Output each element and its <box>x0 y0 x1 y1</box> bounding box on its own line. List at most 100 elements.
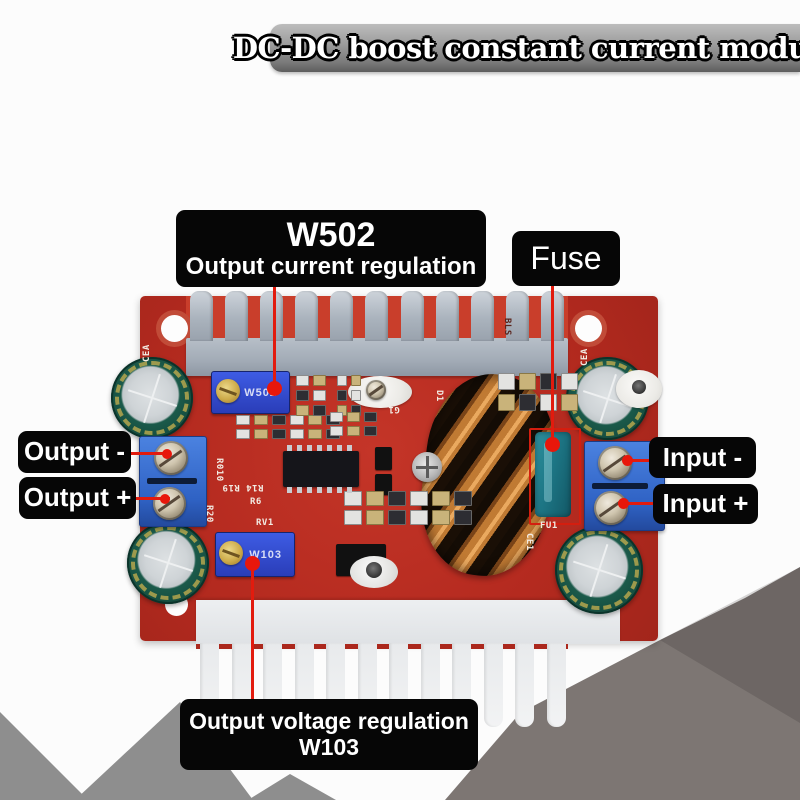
label-w103-title: W103 <box>298 733 360 760</box>
fin <box>505 291 529 341</box>
fin <box>515 643 535 727</box>
label-output-minus: Output - <box>18 431 131 473</box>
smd <box>454 510 472 525</box>
potentiometer-w103-screw <box>219 541 243 565</box>
fin <box>470 291 494 341</box>
mounting-hole-top-left <box>161 315 188 342</box>
smd <box>410 510 428 525</box>
label-w502-title: W502 <box>286 216 376 255</box>
fin <box>483 643 503 727</box>
fin <box>225 291 249 341</box>
fin <box>295 291 319 341</box>
smd <box>344 491 362 506</box>
silkscreen-cea-left: CEA <box>142 344 152 362</box>
smd <box>313 375 326 386</box>
capacitor-top-left <box>111 357 193 439</box>
smd <box>388 491 406 506</box>
smd <box>540 373 557 390</box>
pointer-dot-input-minus <box>622 455 633 466</box>
smd <box>272 429 286 439</box>
transistor-screw <box>366 562 382 578</box>
label-input-plus-text: Input + <box>662 488 749 519</box>
heatsink-mount-top-screw <box>366 380 386 400</box>
silkscreen-ce1: CE1 <box>524 533 534 551</box>
smd-cluster <box>337 375 361 416</box>
terminal-divider <box>592 483 648 489</box>
smd <box>330 412 343 422</box>
pointer-dot-output-plus <box>160 494 170 504</box>
mounting-hole-top-right <box>575 315 602 342</box>
label-input-minus-text: Input - <box>662 441 743 472</box>
smd <box>388 510 406 525</box>
label-w502-desc: Output current regulation <box>185 253 477 281</box>
label-input-plus: Input + <box>653 484 758 524</box>
bottom-heatsink-base <box>196 600 620 644</box>
title-banner-text: DC-DC boost constant current module <box>232 31 800 65</box>
smd <box>351 375 361 386</box>
smd <box>351 390 361 401</box>
transistor-small-2 <box>375 474 392 495</box>
smd <box>313 405 326 416</box>
smd <box>519 394 536 411</box>
silkscreen-r010: R010 <box>214 458 224 482</box>
pointer-dot-w502 <box>267 381 282 396</box>
fin <box>435 291 459 341</box>
smd <box>290 429 304 439</box>
silkscreen-cea-right: CEA <box>580 348 590 366</box>
capacitor-marking <box>115 361 189 435</box>
fin <box>546 643 566 727</box>
smd <box>337 375 347 386</box>
smd <box>410 491 428 506</box>
potentiometer-w502-screw <box>216 379 240 403</box>
fin <box>260 291 284 341</box>
smd <box>364 412 377 422</box>
smd <box>337 390 347 401</box>
inductor-mount-screw <box>412 452 442 482</box>
silkscreen-rv1: RV1 <box>256 518 274 528</box>
label-output-plus: Output + <box>19 477 136 519</box>
smd <box>454 491 472 506</box>
smd <box>498 373 515 390</box>
fin <box>365 291 389 341</box>
pointer-dot-output-minus <box>162 449 172 459</box>
silkscreen-bls: BLS <box>502 318 512 336</box>
silkscreen-d1: D1 <box>434 390 444 402</box>
pointer-line-fuse <box>551 286 554 445</box>
pointer-line-input-plus <box>624 502 656 505</box>
smd <box>313 390 326 401</box>
smd <box>364 426 377 436</box>
smd <box>308 429 322 439</box>
smd <box>561 394 578 411</box>
silkscreen-r14-r19: R14 R19 <box>222 482 264 492</box>
capacitor-marking <box>131 526 205 600</box>
capacitor-marking <box>559 530 639 610</box>
pointer-line-output-plus <box>134 497 170 500</box>
label-fuse: Fuse <box>512 231 620 286</box>
capacitor-bottom-right <box>555 526 643 614</box>
smd-cluster <box>236 415 340 439</box>
smd-cluster <box>344 491 472 525</box>
label-w103-desc: Output voltage regulation <box>189 707 469 734</box>
output-plus-screw <box>153 487 186 520</box>
smd <box>272 415 286 425</box>
smd <box>540 394 557 411</box>
silkscreen-r6: R6 <box>250 497 262 507</box>
silkscreen-r20: R20 <box>204 505 214 523</box>
smd <box>561 373 578 390</box>
capacitor-bottom-left <box>127 522 209 604</box>
pointer-dot-input-plus <box>618 498 629 509</box>
fuse-outline <box>529 428 581 525</box>
fin <box>400 291 424 341</box>
pointer-line-input-minus <box>628 459 652 462</box>
pointer-dot-fuse <box>545 437 560 452</box>
smd-cluster <box>296 375 326 416</box>
fin <box>190 291 213 341</box>
smd <box>366 491 384 506</box>
smd <box>330 426 343 436</box>
label-output-plus-text: Output + <box>23 482 132 513</box>
transistor-small-1 <box>375 447 392 470</box>
ic-chip <box>283 445 359 493</box>
smd <box>432 510 450 525</box>
label-fuse-text: Fuse <box>530 239 602 276</box>
